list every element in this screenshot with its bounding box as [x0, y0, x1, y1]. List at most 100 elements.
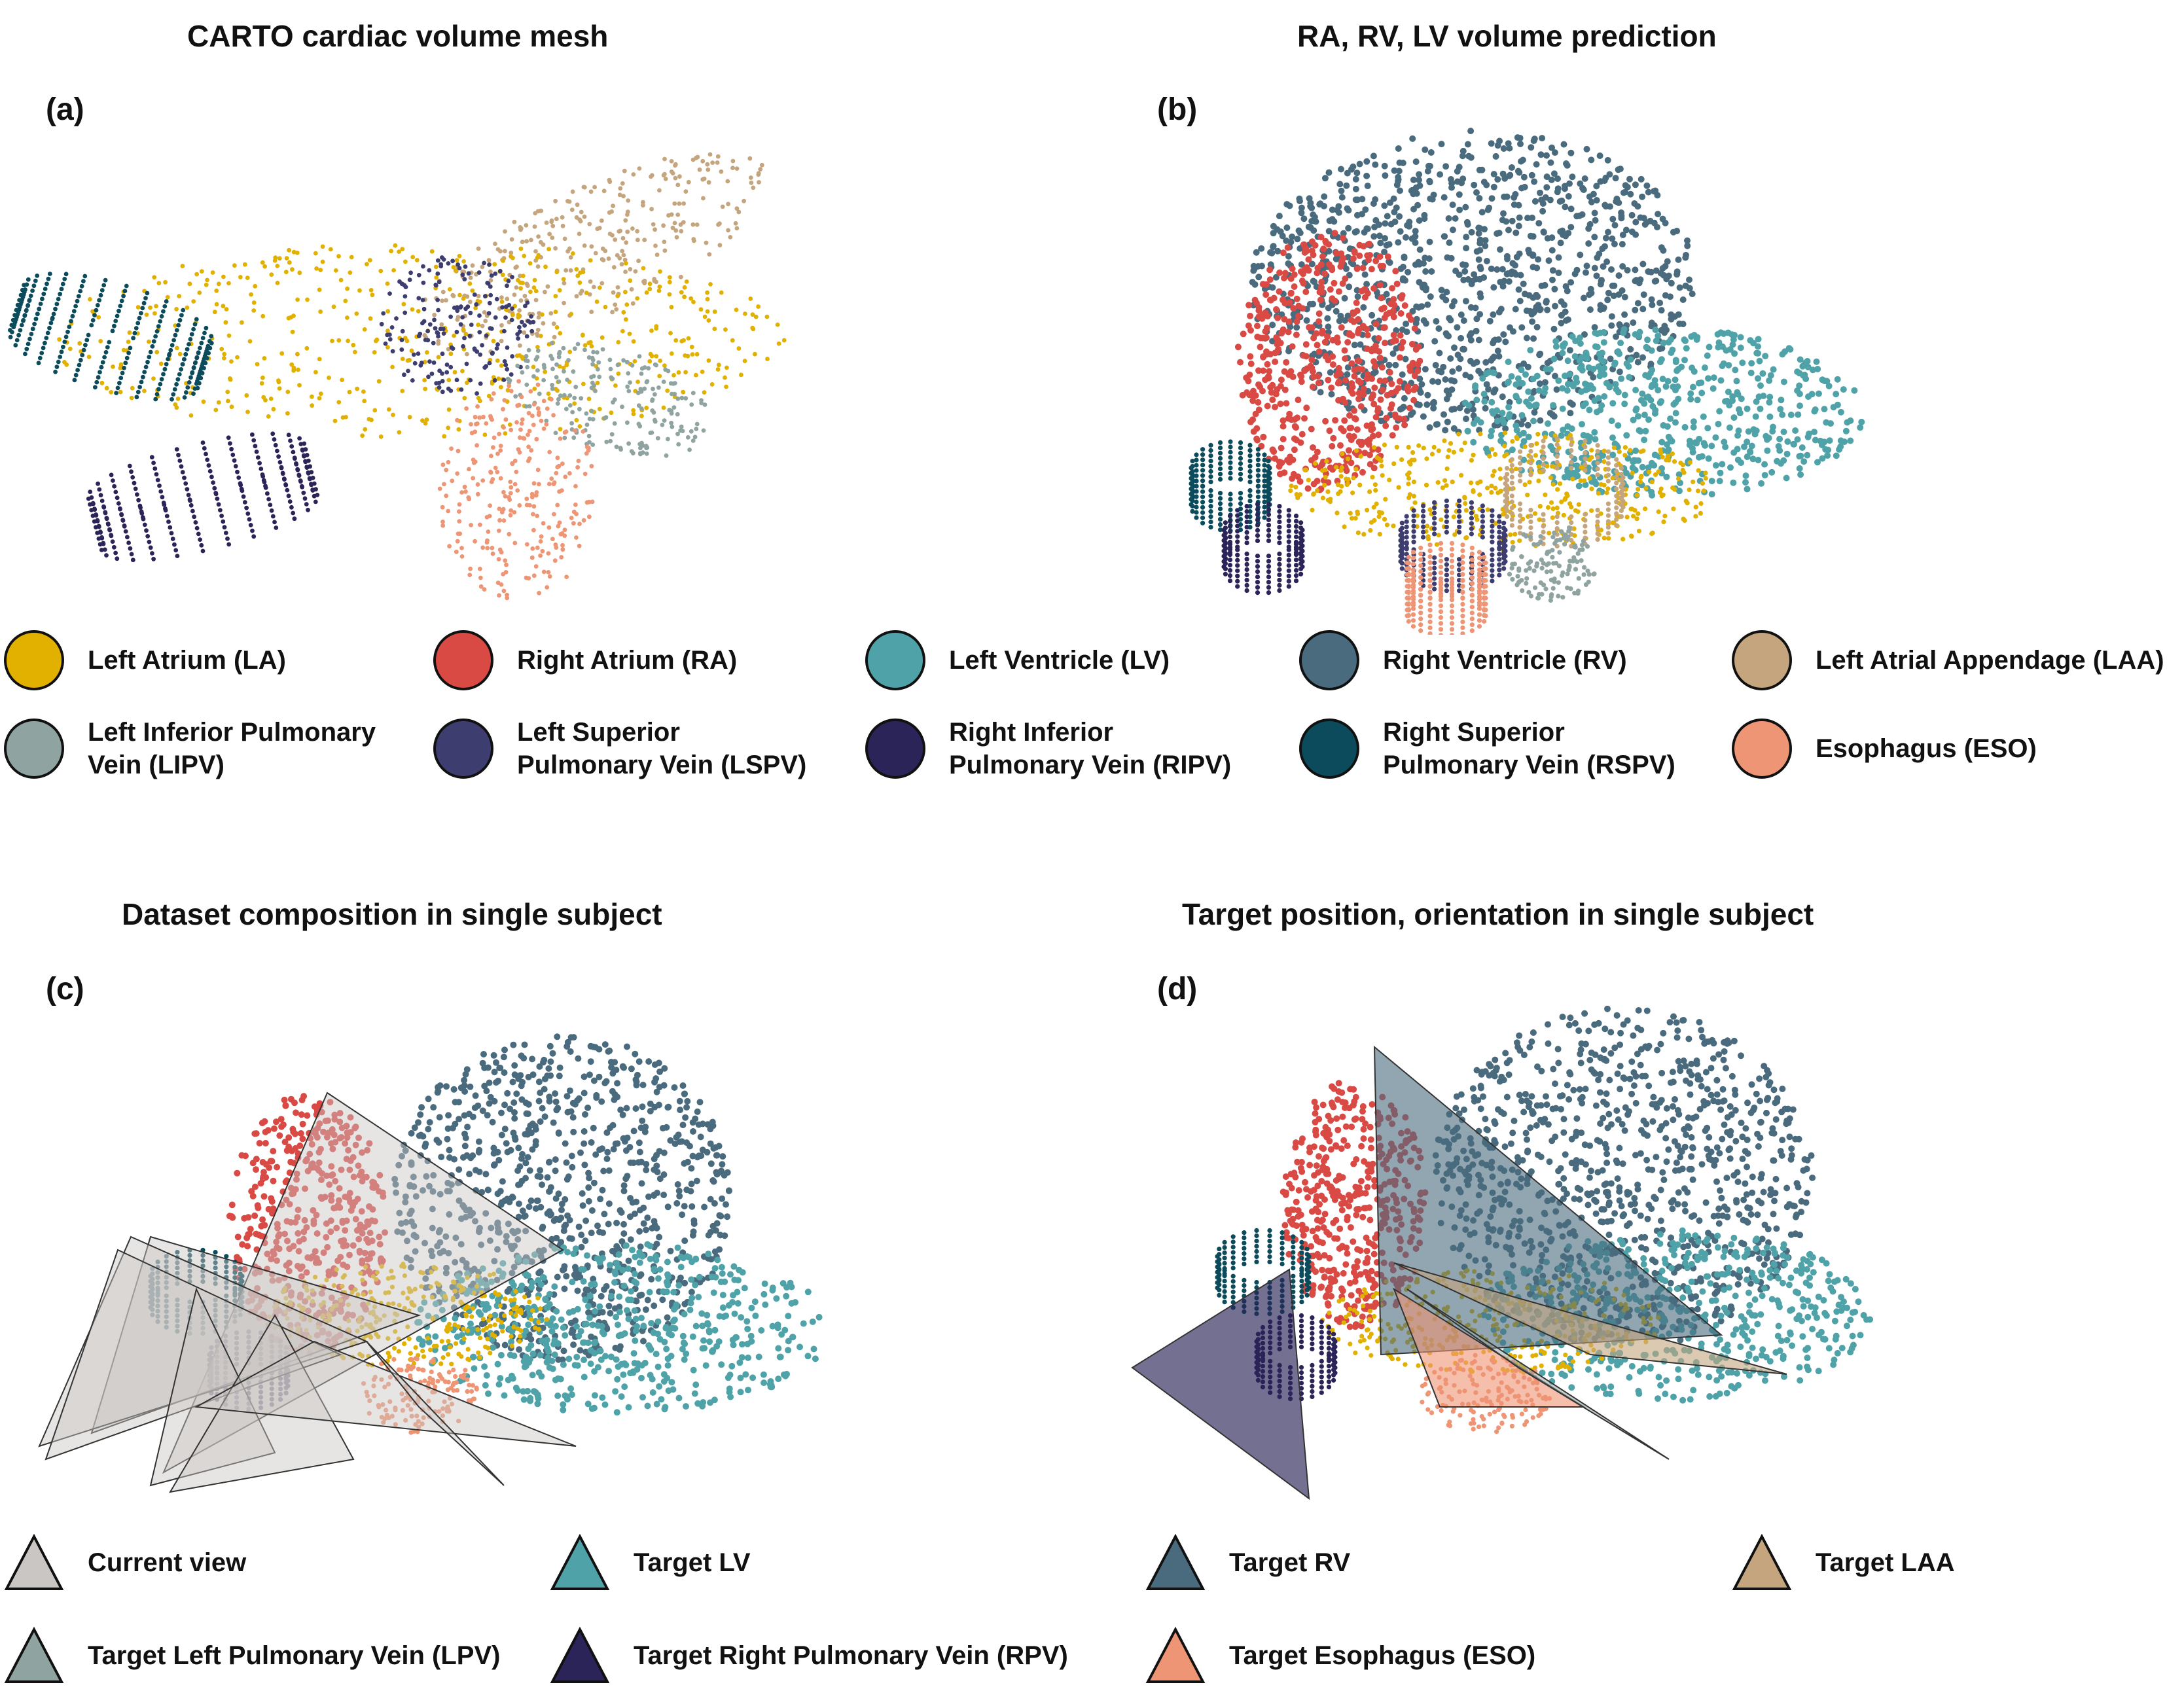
rv-point [1416, 375, 1423, 382]
rspv-point [1262, 473, 1267, 478]
eso-point [556, 524, 561, 529]
ripv-point [1293, 524, 1299, 529]
ripv-point [276, 454, 281, 459]
rv-point [1463, 416, 1469, 423]
ra-point [1329, 353, 1336, 360]
la-point [310, 403, 314, 408]
ra-point [1324, 333, 1331, 340]
lspv-point [446, 386, 451, 391]
eso-point [503, 558, 508, 563]
laa-point [483, 319, 488, 323]
rv-point [1604, 296, 1611, 304]
lv-point [1609, 400, 1617, 407]
lv-point [1757, 382, 1764, 389]
ripv-point [1300, 564, 1305, 569]
lv-point [1710, 385, 1717, 392]
la-point [533, 289, 539, 294]
ripv-point [101, 504, 106, 509]
rv-point [1502, 425, 1509, 432]
lv-point [1727, 346, 1734, 353]
rspv-point [195, 379, 200, 383]
eso-point [540, 548, 545, 554]
lipv-point [572, 395, 577, 400]
lv-point [1797, 471, 1804, 478]
la-point [1493, 486, 1498, 491]
rspv-point [1247, 448, 1253, 453]
ripv-point [207, 469, 213, 474]
ripv-point [1223, 531, 1228, 536]
rv-point [1270, 243, 1277, 250]
ra-point [1250, 387, 1257, 395]
ra-point [1398, 344, 1405, 351]
la-point [344, 415, 348, 419]
lipv-point [690, 438, 696, 443]
ra-point [1255, 307, 1262, 314]
ra-point [1291, 283, 1298, 290]
la-point [1350, 516, 1355, 521]
lv-point [1757, 405, 1764, 412]
ripv-point [213, 491, 219, 497]
rspv-point [123, 361, 128, 366]
ra-point [1310, 444, 1316, 451]
ripv-point [296, 472, 302, 478]
rv-point [1458, 334, 1465, 342]
rv-point [1616, 368, 1623, 376]
ripv-point [113, 489, 118, 495]
laa-point [637, 166, 642, 171]
lipv-point [662, 418, 667, 423]
laa-point [432, 312, 437, 317]
lv-point [1691, 332, 1698, 339]
ripv-point [1266, 569, 1272, 575]
ra-point [1234, 344, 1242, 351]
laa-point [666, 213, 671, 218]
rspv-point [84, 338, 90, 343]
ripv-point [289, 505, 294, 510]
eso-point [550, 537, 555, 542]
ra-point [1318, 279, 1325, 285]
eso-point [488, 470, 493, 475]
lv-point [1579, 421, 1585, 428]
ra-point [1301, 415, 1308, 422]
ripv-point [176, 452, 181, 457]
ra-point [1312, 241, 1319, 249]
lspv-point [438, 327, 443, 332]
rv-point [1325, 228, 1333, 235]
ra-point [1388, 401, 1395, 408]
lv-point [1796, 465, 1803, 472]
la-point [1497, 467, 1503, 472]
la-point [126, 340, 131, 344]
la-point [624, 317, 628, 322]
eso-point [486, 529, 491, 534]
lipv-point [556, 397, 561, 402]
la-point [717, 363, 721, 368]
laa-point [622, 257, 628, 262]
lspv-point [522, 323, 527, 328]
ra-point [1361, 294, 1369, 301]
rspv-point [43, 340, 47, 346]
la-point [647, 287, 653, 292]
la-point [349, 255, 354, 260]
eso-point [457, 502, 462, 507]
rv-point [1558, 319, 1565, 327]
laa-point [522, 293, 528, 298]
rv-point [1612, 175, 1619, 182]
lv-point [1779, 411, 1786, 418]
lv-point [1552, 343, 1560, 350]
rv-point [1562, 317, 1569, 324]
la-point [276, 380, 281, 385]
lv-point [1729, 341, 1736, 348]
lipv-point [687, 448, 692, 452]
ra-point [1259, 281, 1266, 288]
ripv-point [109, 472, 114, 478]
lipv-point [587, 416, 592, 421]
la-point [1547, 531, 1552, 536]
la-point [1489, 489, 1494, 495]
rspv-point [185, 385, 190, 390]
lspv-point [418, 331, 423, 336]
lipv-point [642, 386, 647, 391]
rv-point [1294, 236, 1301, 243]
rspv-point [1262, 463, 1267, 468]
la-point [1469, 480, 1474, 486]
la-point [1670, 451, 1675, 457]
rspv-point [1200, 489, 1206, 494]
